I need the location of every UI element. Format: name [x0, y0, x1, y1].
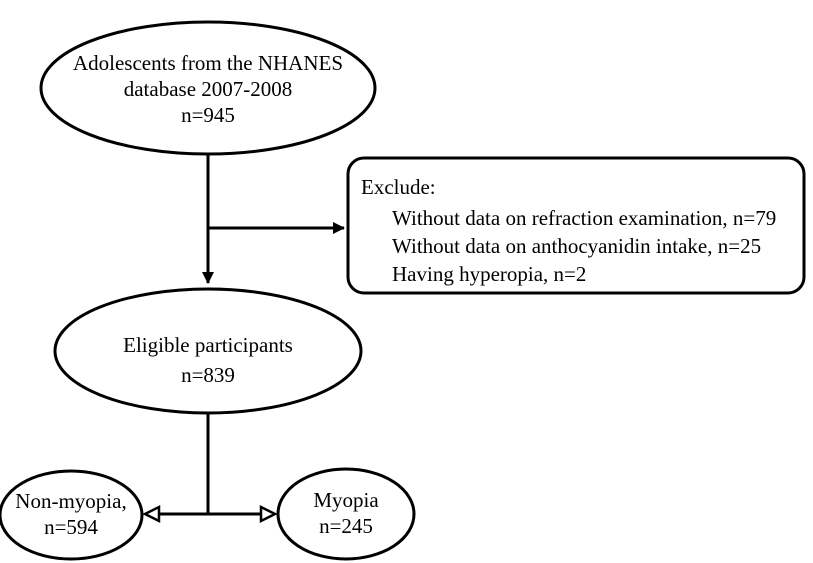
- exclude-title: Exclude:: [361, 175, 436, 199]
- eligible-line-1: Eligible participants: [123, 333, 293, 357]
- non-myopia-line-2: n=594: [44, 515, 98, 539]
- exclude-item-2: Without data on anthocyanidin intake, n=…: [392, 234, 761, 258]
- exclude-box: [346, 156, 806, 295]
- start-line-2: database 2007-2008: [124, 77, 293, 101]
- non-myopia-node: Non-myopia, n=594: [0, 469, 144, 561]
- start-ellipse: [39, 20, 377, 156]
- non-myopia-line-1: Non-myopia,: [15, 489, 126, 513]
- eligible-line-2: n=839: [181, 363, 235, 387]
- start-line-1: Adolescents from the NHANES: [73, 51, 343, 75]
- start-line-3: n=945: [181, 103, 235, 127]
- myopia-line-1: Myopia: [313, 488, 379, 512]
- non-myopia-ellipse: [0, 469, 144, 561]
- start-node: Adolescents from the NHANES database 200…: [39, 20, 377, 156]
- exclude-node: Exclude: Without data on refraction exam…: [346, 156, 806, 295]
- eligible-node: Eligible participants n=839: [53, 287, 363, 415]
- exclude-item-1: Without data on refraction examination, …: [392, 206, 776, 230]
- arrow-to-non-myopia: [142, 504, 161, 524]
- myopia-line-2: n=245: [319, 514, 373, 538]
- arrow-to-myopia: [259, 504, 278, 524]
- myopia-ellipse: [276, 467, 416, 561]
- myopia-node: Myopia n=245: [276, 467, 416, 561]
- exclude-item-3: Having hyperopia, n=2: [392, 262, 586, 286]
